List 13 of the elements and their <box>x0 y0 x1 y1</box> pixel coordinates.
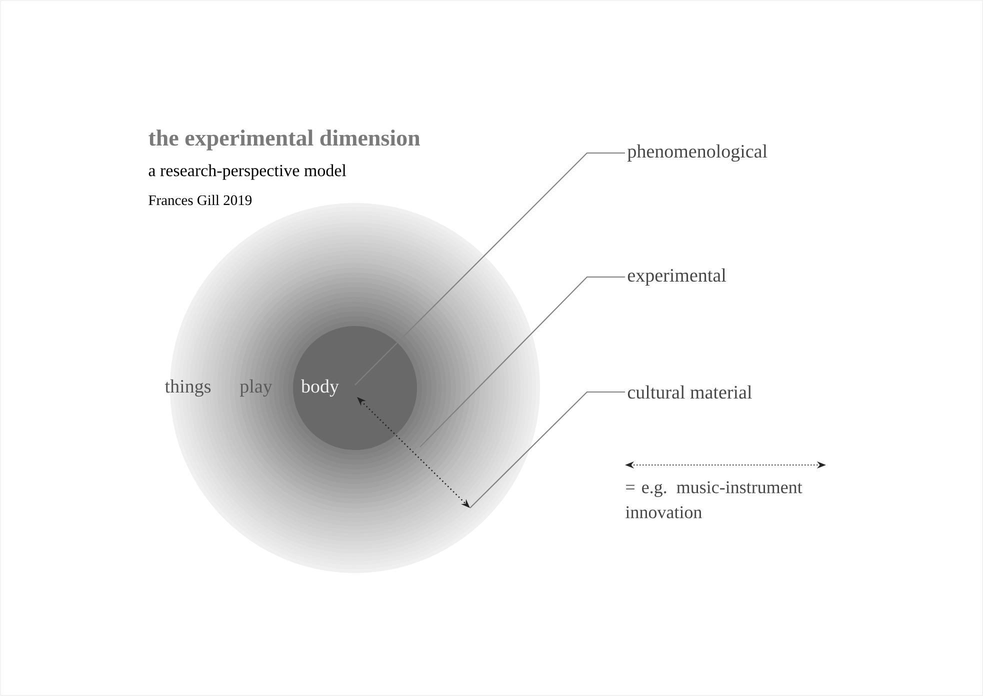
subtitle: a research-perspective model <box>148 164 346 180</box>
layer-label: cultural material <box>628 385 752 399</box>
leader-line <box>470 391 625 508</box>
ring-label: play <box>240 379 272 397</box>
ring-label: body <box>301 379 339 397</box>
ring-label: things <box>164 379 211 397</box>
layer-label: phenomenological <box>628 144 768 162</box>
legend-text: = e.g. music-instrument innovation <box>626 481 802 518</box>
layer-label: experimental <box>628 268 726 286</box>
title: the experimental dimension <box>148 130 420 150</box>
leader-line <box>420 276 625 448</box>
subtitle: Frances Gill 2019 <box>148 194 252 206</box>
leader-line <box>354 152 625 386</box>
